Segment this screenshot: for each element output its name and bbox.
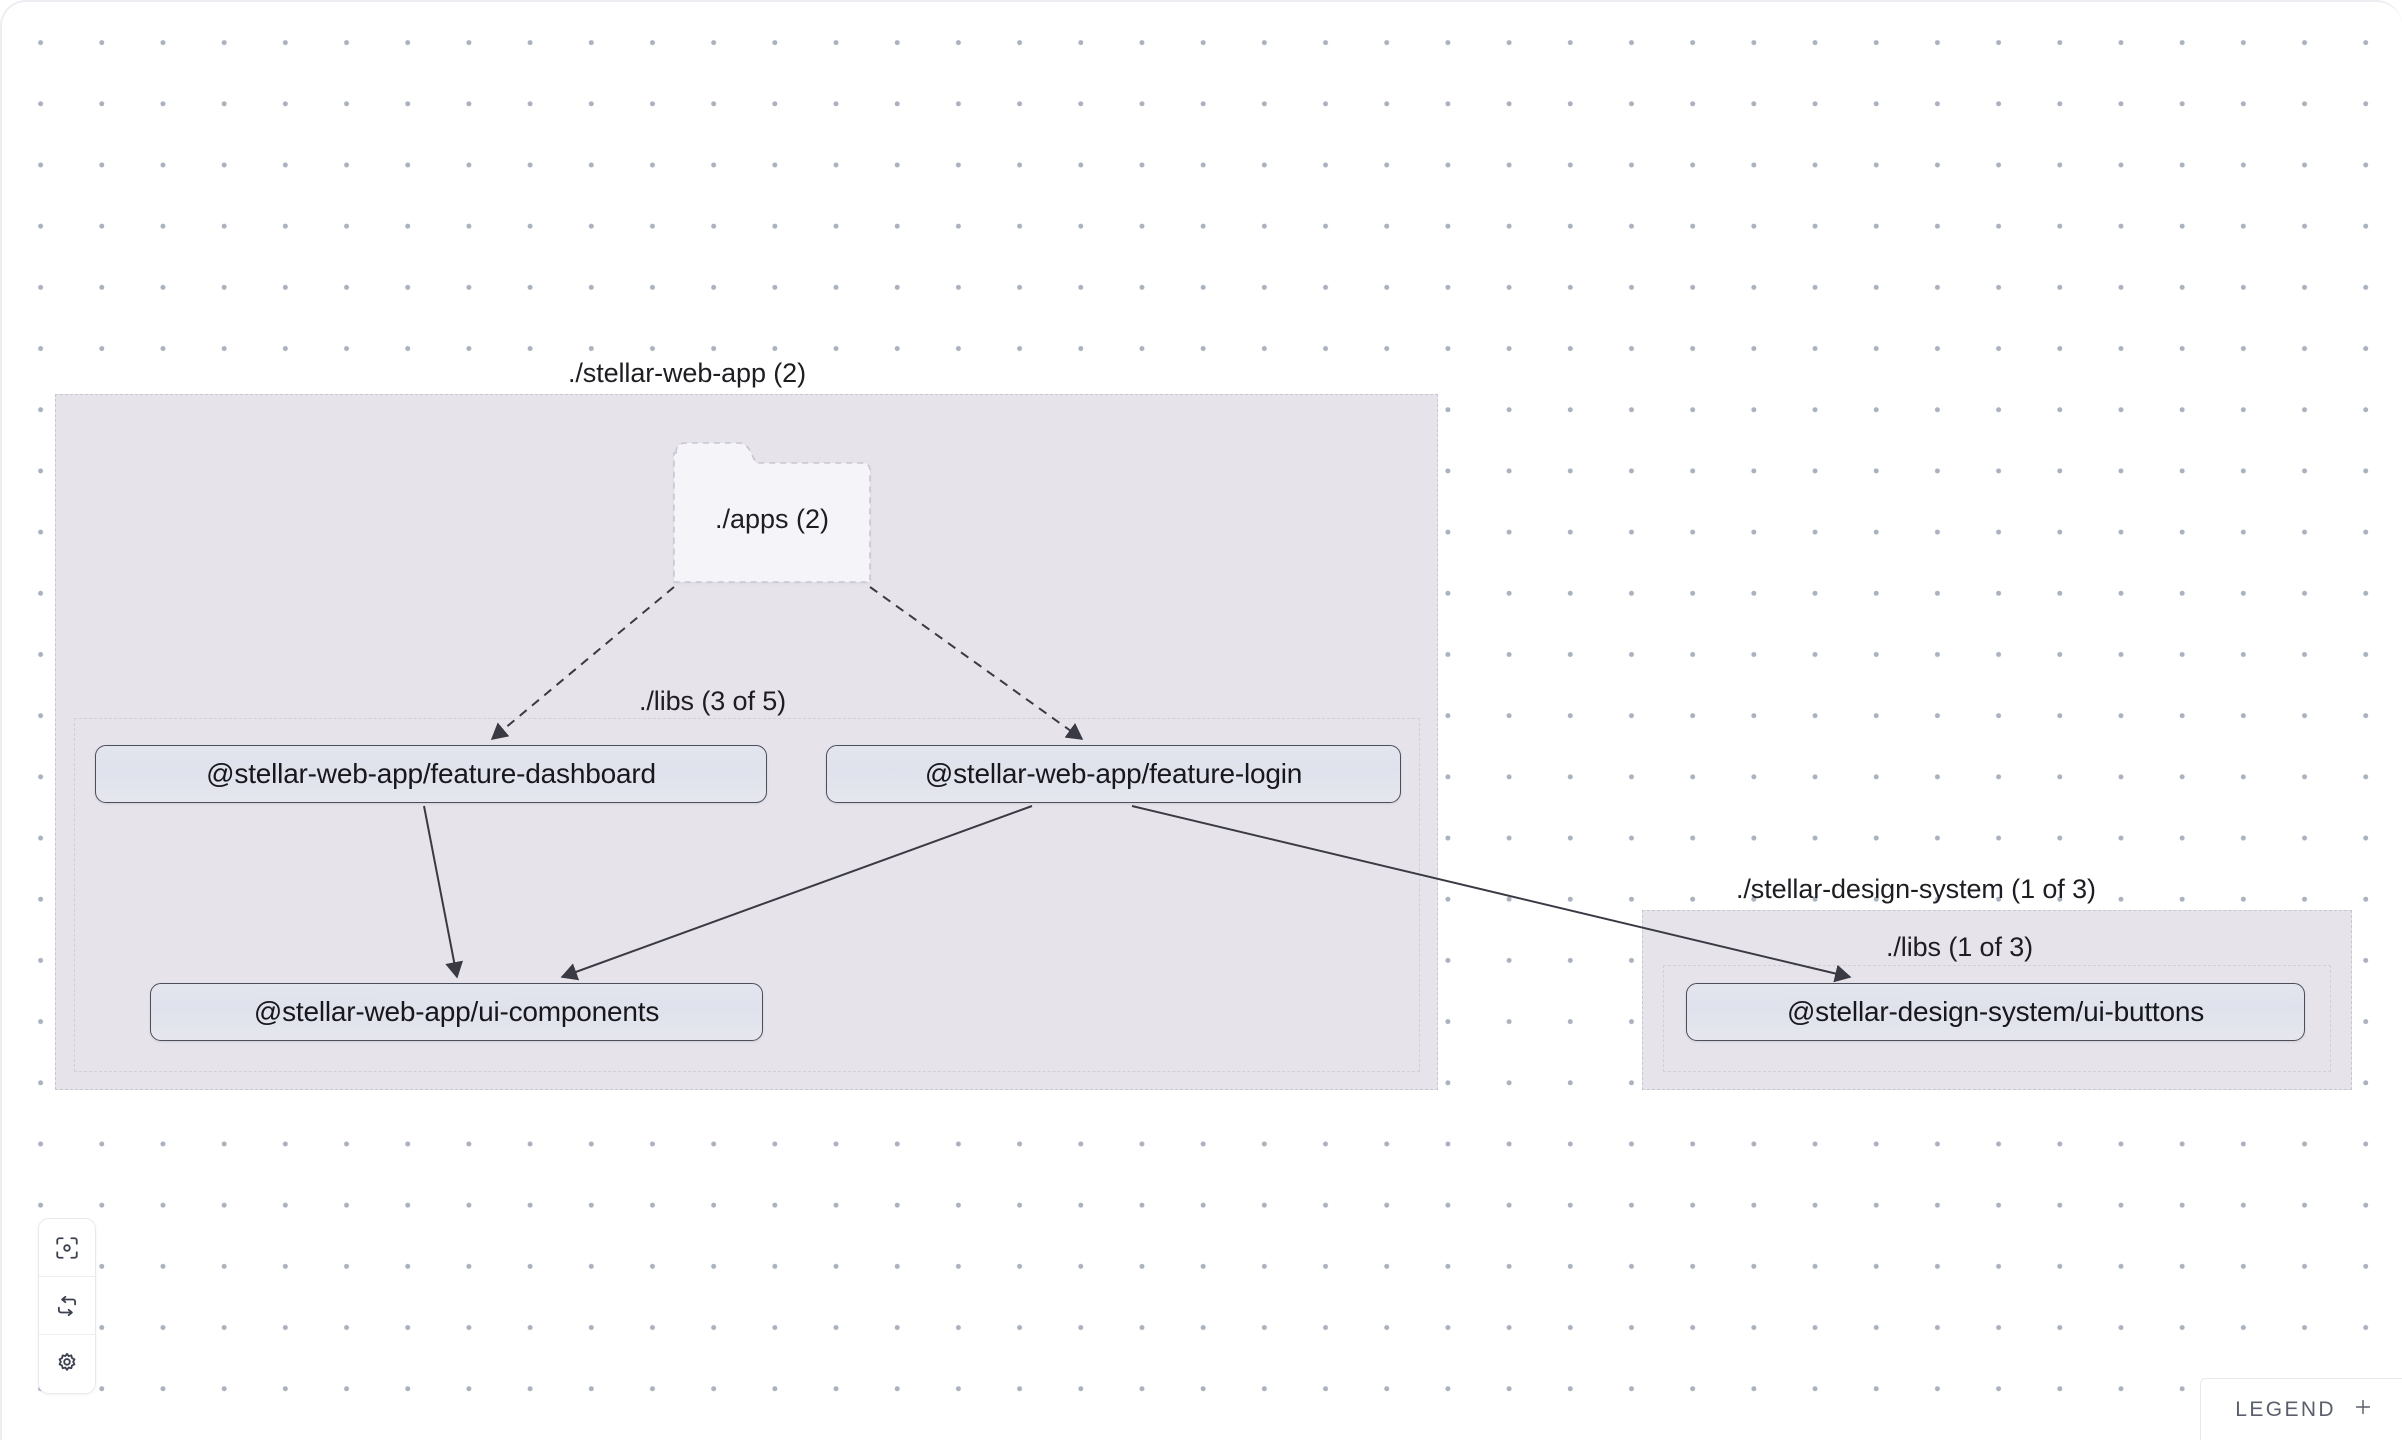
- reset-layout-button[interactable]: [39, 1277, 95, 1335]
- group-label-stellar-design-system-libs: ./libs (1 of 3): [1886, 932, 2034, 962]
- graph-controls-panel: [38, 1218, 96, 1394]
- plus-icon: [2352, 1396, 2374, 1423]
- project-node-feature-login[interactable]: @stellar-web-app/feature-login: [826, 745, 1401, 803]
- group-label-stellar-web-app: ./stellar-web-app (2): [568, 358, 806, 388]
- project-node-ui-components[interactable]: @stellar-web-app/ui-components: [150, 983, 763, 1041]
- group-label-stellar-design-system: ./stellar-design-system (1 of 3): [1736, 874, 2096, 904]
- folder-node-apps[interactable]: ./apps (2): [672, 439, 872, 584]
- gear-icon: [54, 1351, 80, 1377]
- focus-graph-button[interactable]: [39, 1219, 95, 1277]
- group-label-stellar-web-app-libs: ./libs (3 of 5): [639, 686, 787, 716]
- project-node-feature-dashboard[interactable]: @stellar-web-app/feature-dashboard: [95, 745, 767, 803]
- refresh-icon: [54, 1293, 80, 1319]
- group-container-stellar-design-system-libs[interactable]: [1663, 965, 2331, 1072]
- legend-label: LEGEND: [2235, 1397, 2336, 1421]
- project-node-ui-buttons[interactable]: @stellar-design-system/ui-buttons: [1686, 983, 2305, 1041]
- legend-toggle[interactable]: LEGEND: [2200, 1378, 2402, 1440]
- graph-settings-button[interactable]: [39, 1335, 95, 1393]
- focus-icon: [54, 1235, 80, 1261]
